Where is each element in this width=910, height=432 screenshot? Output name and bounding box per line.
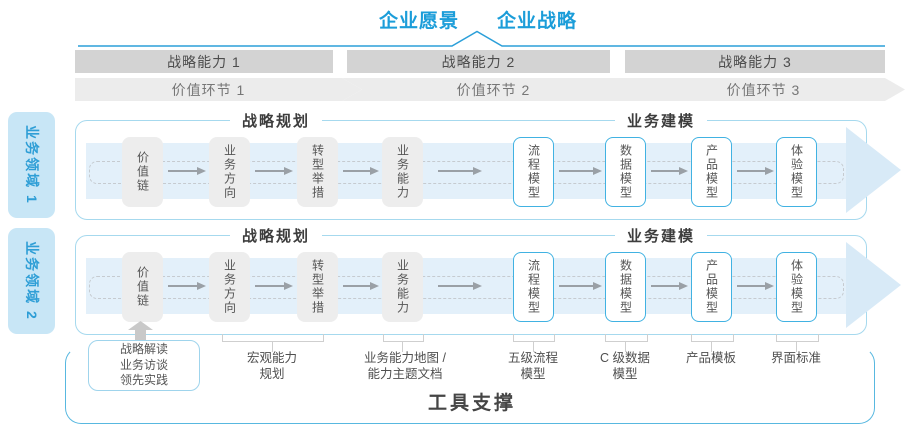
flow-arrow-icon	[168, 166, 206, 176]
page-title: 企业愿景 企业战略	[379, 6, 577, 33]
bracket-stem	[625, 341, 627, 352]
box-experience-model: 体验模型	[776, 137, 817, 207]
box-business-capability: 业务能力	[382, 137, 423, 207]
bracket-stem	[796, 341, 798, 352]
dashed-channel	[89, 161, 844, 184]
strategy-bar-3-label: 战略能力 3	[718, 53, 792, 70]
bracket-stem	[533, 341, 535, 352]
practice-line: 战略解读	[119, 341, 168, 356]
flow-arrow-icon	[168, 281, 206, 291]
flow-arrow-icon	[343, 166, 379, 176]
flow-arrow-icon	[651, 166, 688, 176]
flow-arrow-icon	[559, 281, 602, 291]
flow-arrow-icon	[737, 166, 774, 176]
box-product-model: 产品模型	[691, 252, 732, 322]
box-product-model: 产品模型	[691, 137, 732, 207]
flow-arrow-icon	[651, 281, 688, 291]
strategy-bar-3: 战略能力 3	[625, 50, 885, 73]
box-business-direction: 业务方向	[209, 252, 250, 322]
strategy-bar-2: 战略能力 2	[347, 50, 610, 73]
flow-arrow-icon	[255, 281, 293, 291]
practice-box: 战略解读 业务访谈 领先实践	[88, 340, 200, 391]
practice-line: 领先实践	[119, 373, 168, 388]
flow-arrow-icon	[559, 166, 602, 176]
flow-arrow-icon	[438, 166, 482, 176]
box-transformation-initiatives: 转型举措	[297, 137, 338, 207]
tool-support-container	[65, 347, 875, 424]
bracket	[691, 334, 734, 342]
title-vision: 企业愿景	[378, 11, 459, 32]
strategy-bar-1: 战略能力 1	[75, 50, 333, 73]
box-experience-model: 体验模型	[776, 252, 817, 322]
domain-tab-1: 业务领域 1	[8, 112, 55, 218]
title-strategy: 企业战略	[497, 11, 578, 32]
legend-planning: 战略规划	[229, 225, 323, 246]
annotation-product-template: 产品模板	[685, 351, 737, 365]
box-business-direction: 业务方向	[209, 137, 250, 207]
dashed-channel	[89, 276, 844, 299]
bracket-stem	[272, 341, 274, 352]
value-chevron-1-label: 价值环节 1	[171, 81, 246, 98]
value-chevron-3: 价值环节 3	[622, 78, 905, 101]
big-arrow-icon	[846, 127, 901, 213]
caret-line	[78, 30, 885, 47]
strategy-bar-1-label: 战略能力 1	[167, 53, 241, 70]
bracket-stem	[402, 341, 404, 352]
box-value-chain: 价值链	[122, 137, 163, 207]
annotation-ui-standard: 界面标准	[770, 351, 822, 365]
flow-arrow-icon	[438, 281, 482, 291]
practice-line: 业务访谈	[119, 357, 168, 372]
box-value-chain: 价值链	[122, 252, 163, 322]
strategy-bar-2-label: 战略能力 2	[441, 53, 516, 70]
annotation-macro-capability: 宏观能力 规划	[246, 351, 298, 381]
box-data-model: 数据模型	[605, 252, 646, 322]
domain-tab-2: 业务领域 2	[8, 228, 55, 334]
domain-row-1: 战略规划 业务建模 价值链 业务方向 转型举措 业务能力 流程模型 数据模型 产…	[75, 110, 901, 220]
domain-tab-1-label: 业务领域 1	[23, 125, 40, 205]
value-chevron-3-label: 价值环节 3	[726, 81, 801, 98]
domain-tab-2-label: 业务领域 2	[23, 241, 40, 321]
box-data-model: 数据模型	[605, 137, 646, 207]
value-chevron-1: 价值环节 1	[75, 78, 362, 101]
flow-arrow-icon	[255, 166, 293, 176]
domain-row-2: 战略规划 业务建模 价值链 业务方向 转型举措 业务能力 流程模型 数据模型 产…	[75, 225, 901, 335]
box-process-model: 流程模型	[513, 137, 554, 207]
legend-modeling: 业务建模	[614, 110, 708, 131]
annotation-capability-map: 业务能力地图 / 能力主题文档	[364, 351, 446, 381]
box-process-model: 流程模型	[513, 252, 554, 322]
bracket	[383, 334, 424, 342]
annotation-data-model: C 级数据 模型	[599, 351, 651, 381]
flow-arrow-icon	[343, 281, 379, 291]
tool-support-label: 工具支撑	[427, 393, 517, 414]
box-transformation-initiatives: 转型举措	[297, 252, 338, 322]
flow-arrow-icon	[737, 281, 774, 291]
legend-modeling: 业务建模	[614, 225, 708, 246]
big-arrow-icon	[846, 242, 901, 328]
value-chevron-2-label: 价值环节 2	[456, 81, 531, 98]
legend-planning: 战略规划	[229, 110, 323, 131]
bracket	[605, 334, 648, 342]
annotation-process-model: 五级流程 模型	[507, 351, 559, 381]
bracket	[776, 334, 819, 342]
value-chevron-2: 价值环节 2	[342, 78, 645, 101]
box-business-capability: 业务能力	[382, 252, 423, 322]
bracket-stem	[711, 341, 713, 352]
